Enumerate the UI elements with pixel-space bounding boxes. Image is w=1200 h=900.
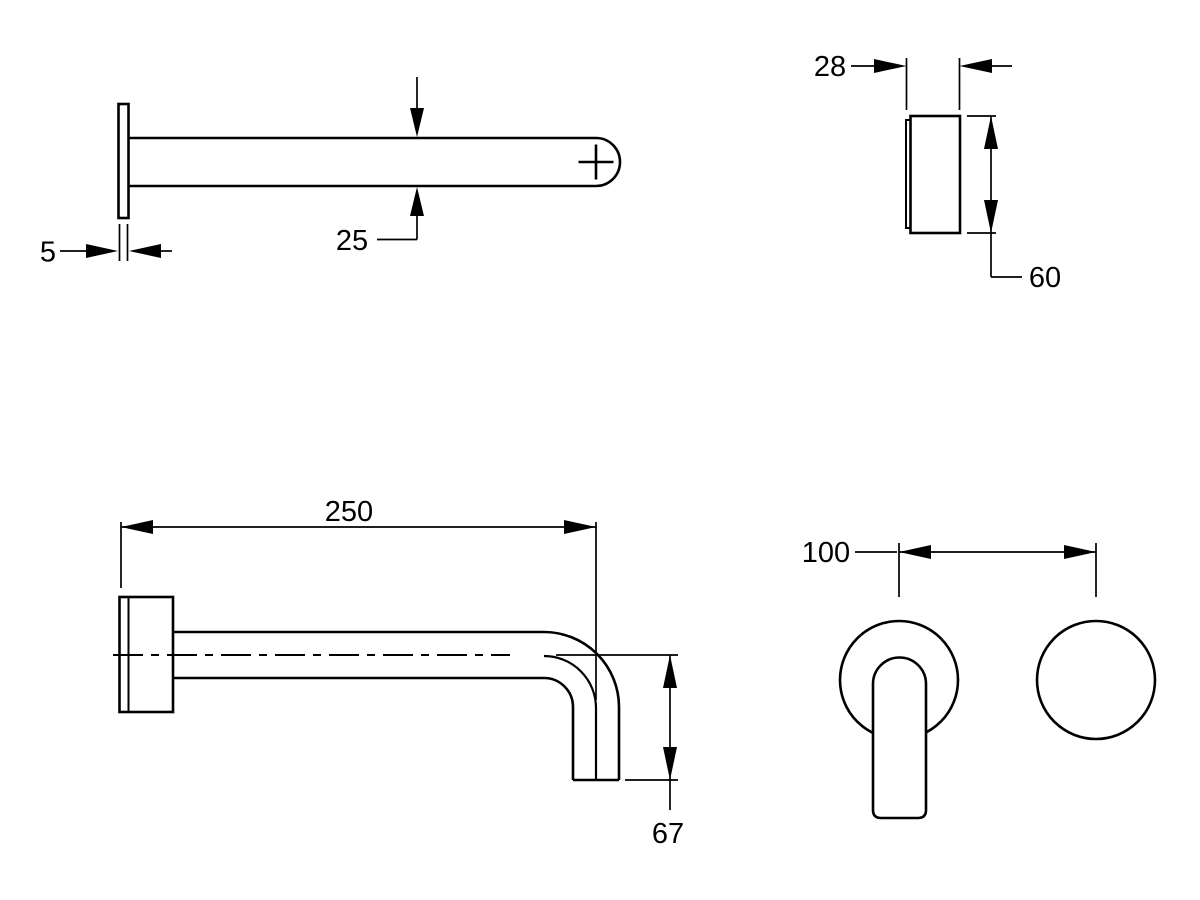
- spout-body-top-view: [128, 136, 622, 188]
- spout-outer-profile: [173, 630, 621, 780]
- dim-label-centre-spacing: 100: [802, 537, 850, 569]
- trim-body-side-view: [909, 114, 962, 235]
- arrowhead-down-icon: [984, 200, 998, 233]
- dim-label-outlet-drop: 67: [652, 818, 684, 850]
- dim-label-trim-height: 60: [1029, 262, 1061, 294]
- dim-outlet-drop: 67: [556, 654, 684, 850]
- spout-centerline-bend: [543, 654, 598, 781]
- arrowhead-right-icon: [874, 59, 907, 73]
- dim-label-plate-thickness: 5: [40, 237, 56, 269]
- arrowhead-right-icon: [86, 244, 118, 258]
- dim-plate-thickness: 5: [40, 224, 172, 269]
- arrowhead-up-icon: [410, 187, 424, 216]
- dim-label-spout-diameter: 25: [336, 225, 368, 257]
- arrowhead-right-icon: [564, 520, 596, 534]
- dim-centre-spacing: 100: [802, 537, 1097, 597]
- dim-label-spout-projection: 250: [325, 496, 373, 528]
- spout-top-view: 25 5: [40, 77, 622, 269]
- arrowhead-up-icon: [984, 116, 998, 149]
- dim-trim-depth: 28: [814, 51, 1012, 110]
- arrowhead-left-icon: [959, 59, 992, 73]
- wall-plate-top-view: [117, 102, 130, 220]
- arrowhead-right-icon: [1064, 545, 1096, 559]
- arrowhead-left-icon: [121, 520, 153, 534]
- mixer-lever-handle: [871, 656, 928, 820]
- dim-spout-diameter: 25: [336, 77, 424, 257]
- arrowhead-down-icon: [663, 747, 677, 780]
- dim-label-trim-depth: 28: [814, 51, 846, 83]
- spout-trim-front-view: [1035, 619, 1157, 741]
- mixer-trim-side-view: 28 60: [814, 51, 1061, 294]
- arrowhead-left-icon: [129, 244, 161, 258]
- spout-side-view: 250 67: [113, 496, 684, 850]
- controls-front-view: 100: [802, 537, 1157, 820]
- arrowhead-up-icon: [663, 655, 677, 688]
- arrowhead-down-icon: [410, 108, 424, 137]
- dim-spout-projection: 250: [120, 496, 597, 700]
- dim-trim-height: 60: [967, 115, 1061, 294]
- arrowhead-left-icon: [899, 545, 931, 559]
- outlet-cross-icon: [578, 144, 614, 180]
- spout-inner-profile: [173, 676, 575, 780]
